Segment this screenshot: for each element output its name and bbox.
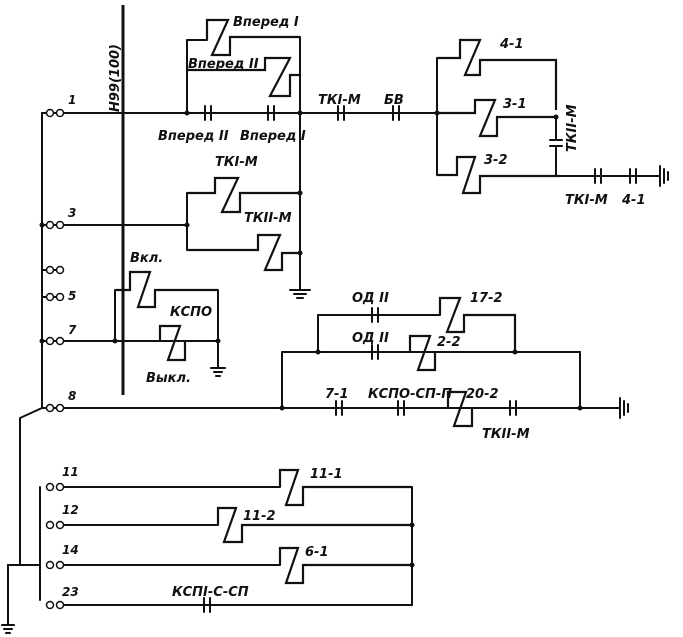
label-od2-b: ОД II [352, 331, 389, 346]
label-kspo: КСПО [170, 305, 212, 320]
label-tk1m-coil: ТКI-М [215, 155, 258, 170]
terminal-7: 7 [68, 323, 77, 337]
coil-3-2 [437, 155, 560, 195]
label-tk2m-8: ТКII-М [482, 427, 530, 442]
label-vpered1-contact: Вперед I [240, 129, 306, 144]
coil-17-2 [438, 296, 517, 352]
label-coil-20-2: 20-2 [466, 387, 499, 402]
terminal-23: 23 [62, 585, 79, 599]
tk1m-coil [187, 176, 300, 214]
coil-2-2 [408, 334, 437, 372]
terminal-11: 11 [62, 465, 79, 479]
label-c-7-1: 7-1 [325, 387, 349, 402]
coil-4-1 [437, 38, 558, 110]
terminal-12: 12 [62, 503, 79, 517]
label-tk1m-bottom: ТКI-М [565, 193, 608, 208]
label-bv-contact: БВ [384, 93, 404, 108]
label-coil-4-1: 4-1 [499, 37, 524, 52]
label-vpered2-top: Вперед II [188, 57, 259, 72]
junction-dots [39, 110, 583, 568]
label-vkl: Вкл. [130, 251, 163, 266]
cable-label: Н99(100) [108, 44, 123, 112]
vpered1-coil [205, 18, 300, 57]
label-tk1m-contact: ТКI-М [318, 93, 361, 108]
vykl-coil [158, 324, 187, 362]
coil-3-1 [437, 98, 556, 138]
vkl-coil [115, 270, 218, 309]
label-coil-6-1: 6-1 [305, 545, 329, 560]
terminal-8: 8 [68, 389, 76, 403]
label-coil-2-2: 2-2 [437, 335, 461, 350]
coil-11-1 [278, 468, 412, 507]
label-coil-17-2: 17-2 [470, 291, 503, 306]
left-bus-branch [19, 407, 43, 419]
label-vpered1-top: Вперед I [233, 15, 299, 30]
label-od2-a: ОД II [352, 291, 389, 306]
label-vykl: Выкл. [146, 371, 191, 386]
coil-20-2 [446, 390, 474, 428]
terminal-14: 14 [62, 543, 79, 557]
label-coil-11-2: 11-2 [243, 509, 276, 524]
terminal-5: 5 [68, 289, 76, 303]
label-tk2m-coil: ТКII-М [244, 211, 292, 226]
label-coil-3-1: 3-1 [503, 97, 527, 112]
label-c41-bottom: 4-1 [621, 193, 646, 208]
vpered2-coil [187, 56, 300, 98]
label-kspi-s-sp: КСПI-С-СП [172, 585, 249, 600]
coil-6-1 [278, 546, 412, 585]
label-coil-11-1: 11-1 [310, 467, 343, 482]
label-kspo-sp-p: КСПО-СП-П [368, 387, 452, 402]
coil-11-2 [216, 506, 412, 544]
terminal-1: 1 [68, 93, 76, 107]
label-vpered2-contact: Вперед II [158, 129, 229, 144]
label-tk2m-side: ТКII-М [565, 104, 580, 152]
tk2m-coil [187, 233, 300, 272]
terminal-3: 3 [68, 206, 76, 220]
label-coil-3-2: 3-2 [484, 153, 508, 168]
terminal-markers [45, 108, 65, 610]
